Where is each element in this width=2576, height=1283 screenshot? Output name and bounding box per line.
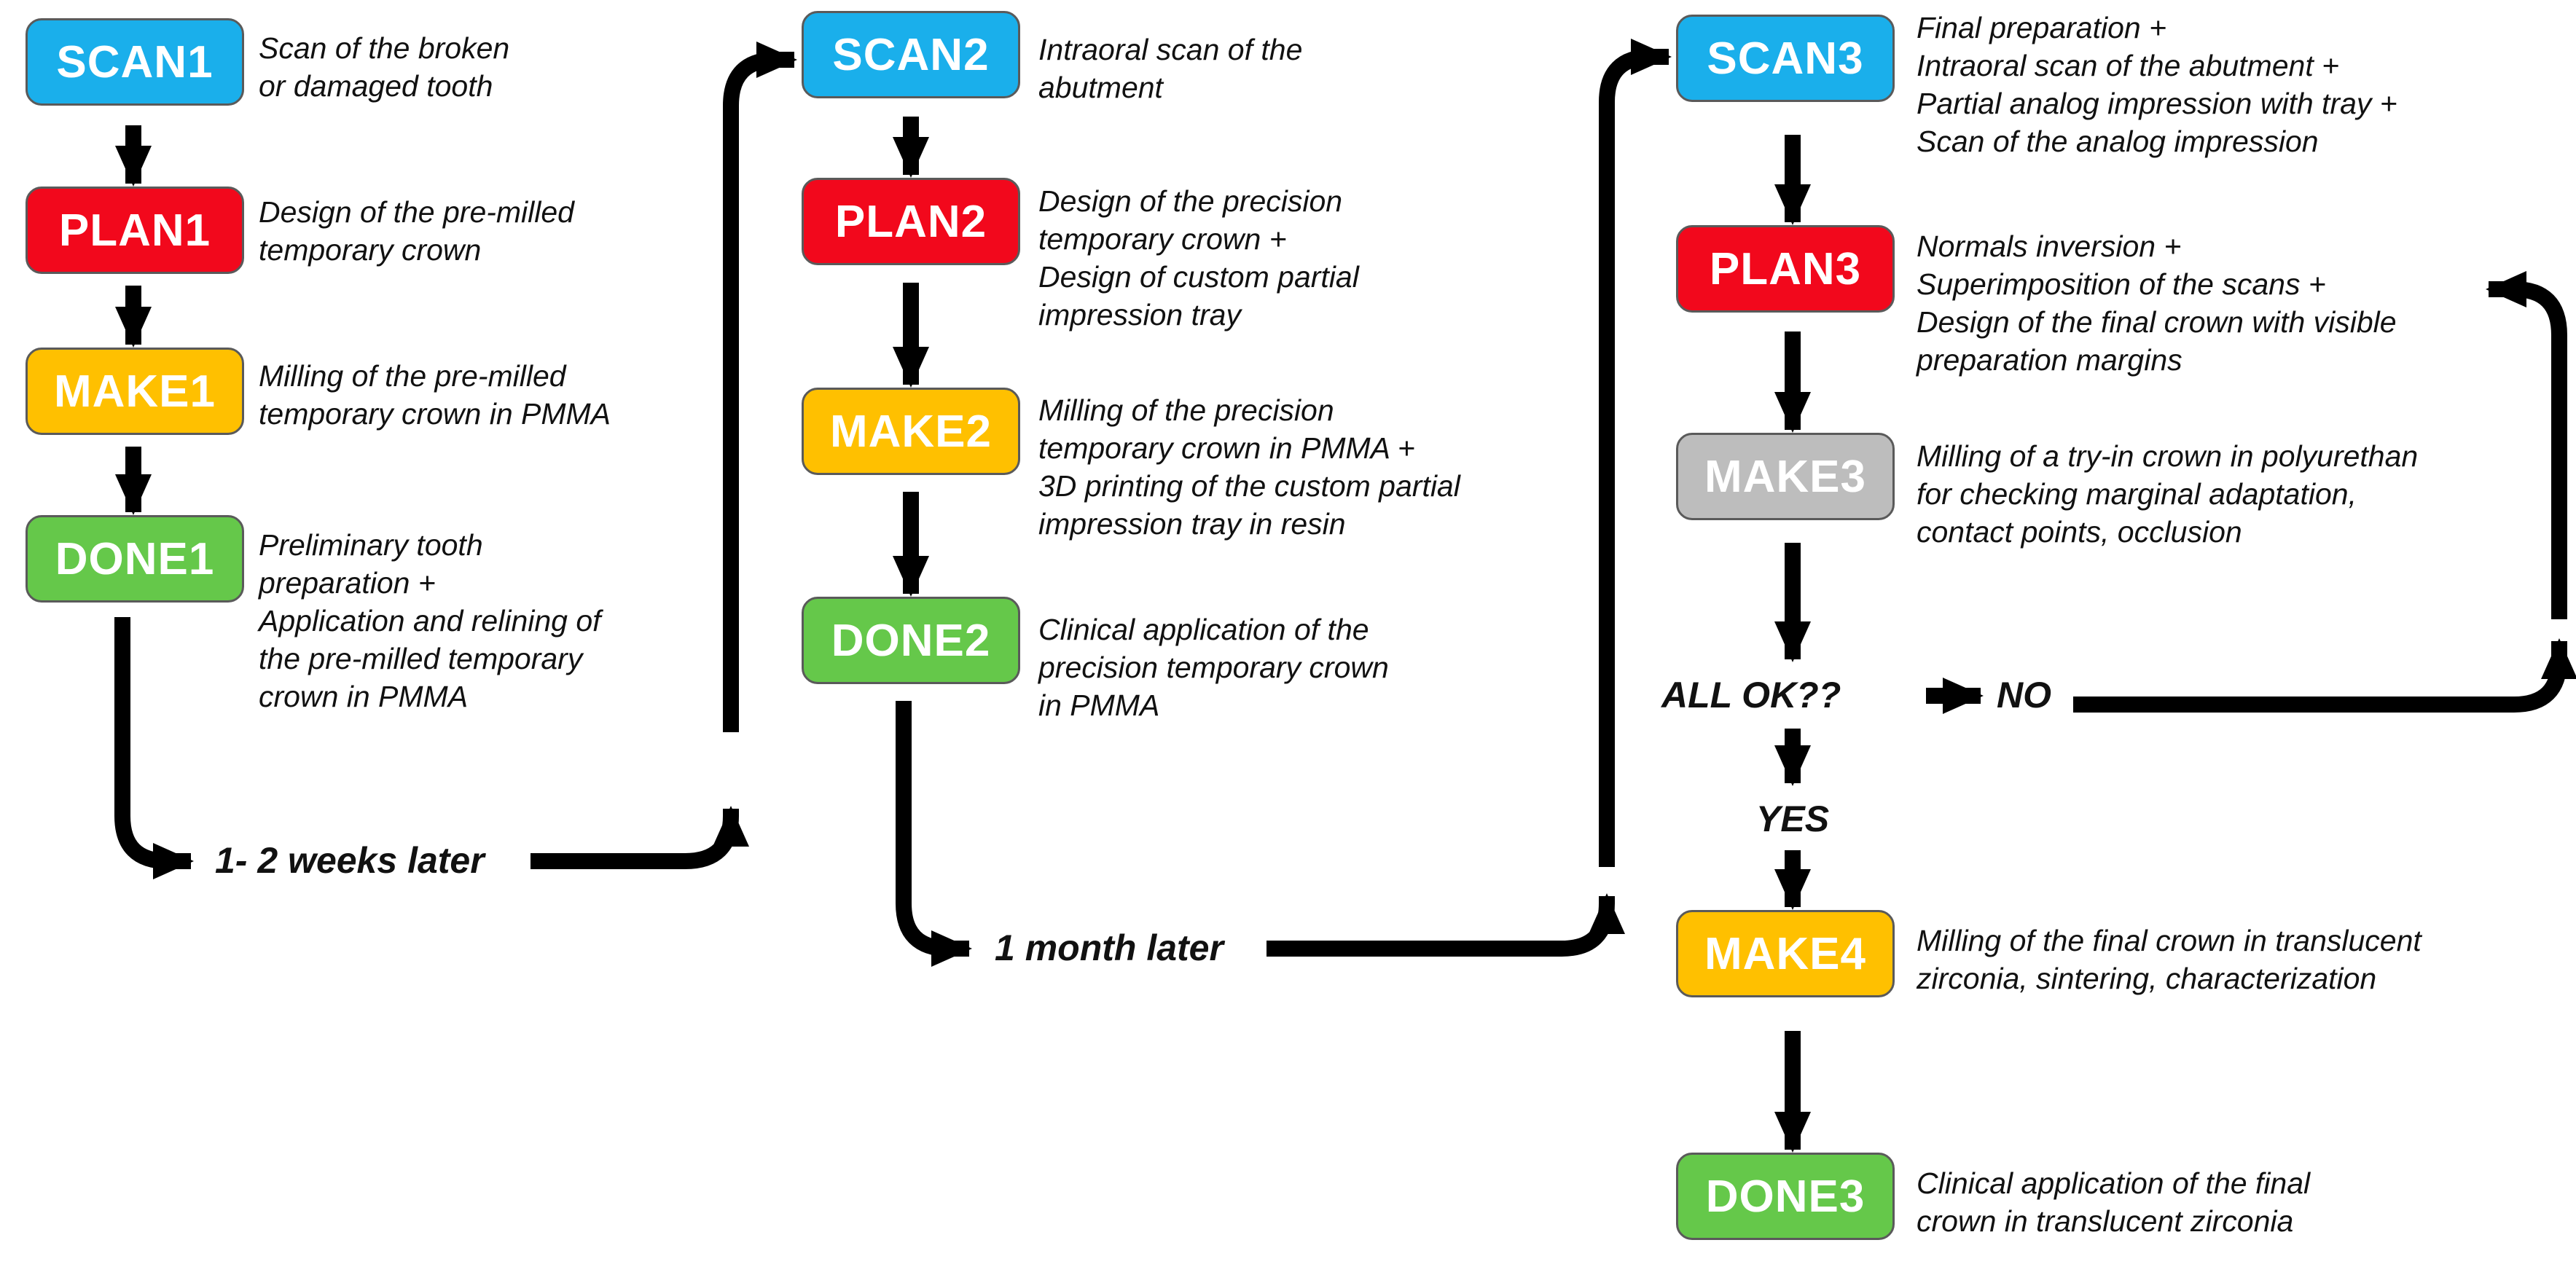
plan1-description: Design of the pre-milled temporary crown bbox=[259, 195, 574, 267]
make2-description: Milling of the precision temporary crown… bbox=[1038, 393, 1460, 541]
arrow-rise-scan3 bbox=[1599, 39, 1672, 867]
arrow-loop-plan3 bbox=[2486, 271, 2567, 619]
check-label: ALL OK?? bbox=[1661, 675, 1841, 715]
scan3-description: Final preparation + Intraoral scan of th… bbox=[1917, 11, 2397, 158]
plan2-box: PLAN2 bbox=[802, 178, 1020, 265]
make4-box: MAKE4 bbox=[1676, 910, 1895, 997]
plan2-description: Design of the precision temporary crown … bbox=[1038, 184, 1359, 331]
done2-description: Clinical application of the precision te… bbox=[1038, 613, 1389, 722]
scan2-description: Intraoral scan of the abutment bbox=[1038, 33, 1303, 104]
done1-box: DONE1 bbox=[26, 515, 244, 603]
no-label: NO bbox=[1997, 675, 2051, 715]
make1-description: Milling of the pre-milled temporary crow… bbox=[259, 359, 611, 431]
arrow-wait2-scan3 bbox=[1267, 893, 1625, 957]
arrow-rise-scan2 bbox=[723, 42, 797, 732]
make1-box: MAKE1 bbox=[26, 348, 244, 435]
yes-label: YES bbox=[1756, 799, 1830, 839]
make2-box: MAKE2 bbox=[802, 388, 1020, 475]
arrow-wait1-scan2 bbox=[531, 806, 749, 869]
done3-description: Clinical application of the final crown … bbox=[1917, 1166, 2311, 1238]
wait1-label: 1- 2 weeks later bbox=[215, 840, 485, 881]
scan3-box: SCAN3 bbox=[1676, 15, 1895, 102]
make4-description: Milling of the final crown in translucen… bbox=[1917, 924, 2422, 995]
done1-description: Preliminary tooth preparation + Applicat… bbox=[259, 528, 601, 713]
arrow-done1-wait1 bbox=[114, 617, 194, 879]
arrow-done2-wait2 bbox=[896, 701, 972, 967]
make3-description: Milling of a try-in crown in polyurethan… bbox=[1917, 439, 2419, 549]
wait2-label: 1 month later bbox=[995, 927, 1224, 968]
plan3-box: PLAN3 bbox=[1676, 225, 1895, 313]
plan3-description: Normals inversion + Superimposition of t… bbox=[1917, 229, 2397, 377]
make3-box: MAKE3 bbox=[1676, 433, 1895, 520]
done3-box: DONE3 bbox=[1676, 1153, 1895, 1240]
scan1-description: Scan of the broken or damaged tooth bbox=[259, 31, 510, 103]
plan1-box: PLAN1 bbox=[26, 187, 244, 274]
arrow-no-loop bbox=[2073, 638, 2576, 713]
scan2-box: SCAN2 bbox=[802, 11, 1020, 98]
scan1-box: SCAN1 bbox=[26, 18, 244, 106]
done2-box: DONE2 bbox=[802, 597, 1020, 684]
